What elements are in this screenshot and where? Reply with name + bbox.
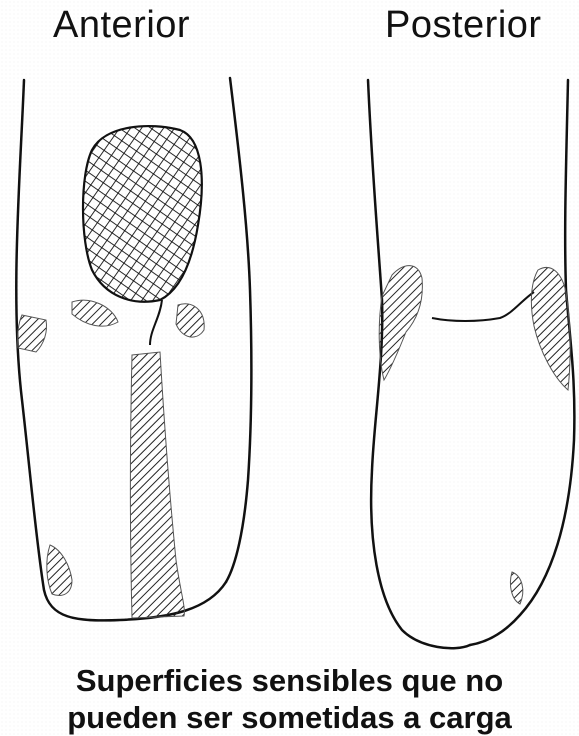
caption-line-2: pueden ser sometidas a carga <box>0 702 579 733</box>
caption-line-1: Superficies sensibles que no <box>0 665 579 696</box>
patellar-tendon-line <box>150 300 162 345</box>
patella-pressure-zone <box>83 126 202 302</box>
distal-fibula-zone <box>47 545 72 595</box>
popliteal-crease <box>432 292 534 321</box>
fibular-head-zone <box>18 315 47 352</box>
tibial-crest-zone <box>131 352 185 618</box>
lateral-condyle-zone <box>176 304 204 337</box>
anterior-outline-right <box>226 78 251 582</box>
distal-posterior-zone <box>510 572 522 604</box>
posterior-stump <box>368 80 574 648</box>
medial-condyle-zone <box>72 300 118 326</box>
medial-hamstring-zone <box>379 266 422 380</box>
lateral-hamstring-zone <box>531 267 570 390</box>
anterior-stump <box>16 78 251 620</box>
